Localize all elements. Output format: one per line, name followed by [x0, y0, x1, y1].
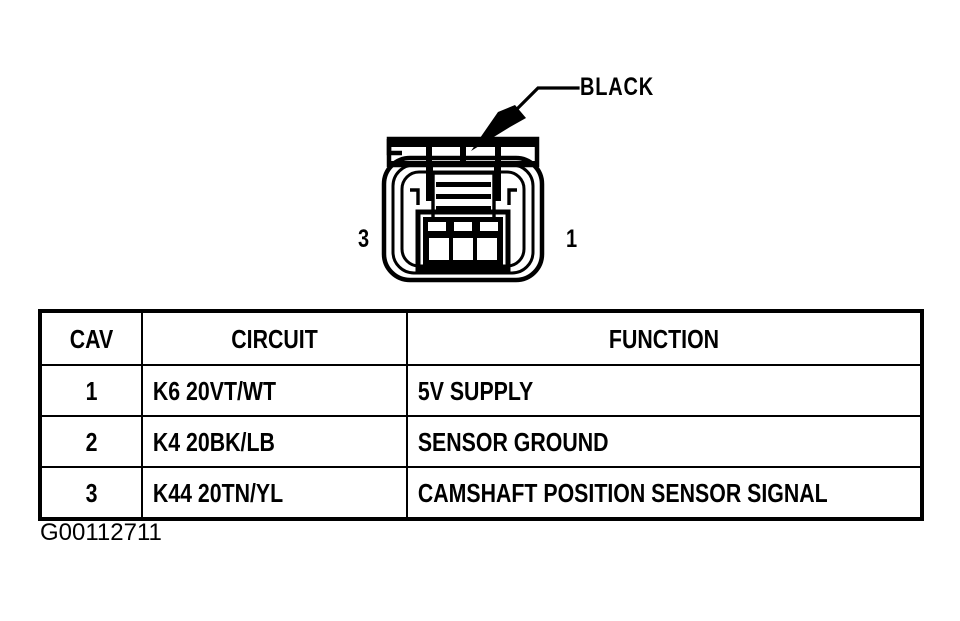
cell-circuit-value: K6 20VT/WT	[152, 375, 277, 406]
table-row: 2 K4 20BK/LB SENSOR GROUND	[39, 415, 923, 468]
cell-function: 5V SUPPLY	[406, 364, 923, 417]
terminal-cavity-block	[415, 209, 511, 273]
column-header-cav-label: CAV	[69, 323, 114, 354]
cell-circuit-value: K4 20BK/LB	[152, 426, 275, 457]
cell-cav-value: 1	[85, 375, 98, 406]
cavity-3	[428, 222, 449, 260]
column-header-function-label: FUNCTION	[608, 323, 720, 354]
table-header-row: CAV CIRCUIT FUNCTION	[39, 310, 923, 366]
cavity-2	[453, 222, 473, 260]
connector-diagram: BLACK 3 1	[340, 55, 680, 290]
pin-number-right: 1	[566, 225, 578, 253]
table-row: 3 K44 20TN/YL CAMSHAFT POSITION SENSOR S…	[39, 466, 923, 520]
cell-function-value: 5V SUPPLY	[417, 375, 534, 406]
cell-circuit: K44 20TN/YL	[141, 466, 408, 520]
cell-cav-value: 3	[85, 477, 98, 508]
cavity-1	[477, 222, 498, 260]
cell-cav: 3	[39, 466, 143, 520]
cell-circuit-value: K44 20TN/YL	[152, 477, 284, 508]
cell-function: SENSOR GROUND	[406, 415, 923, 468]
column-header-circuit-label: CIRCUIT	[231, 323, 318, 354]
pin-number-left: 3	[358, 225, 370, 253]
cell-function-value: SENSOR GROUND	[417, 426, 609, 457]
column-header-cav: CAV	[39, 310, 143, 366]
cell-circuit: K4 20BK/LB	[141, 415, 408, 468]
cell-cav-value: 2	[85, 426, 98, 457]
connector-illustration	[381, 86, 580, 283]
pinout-table: CAV CIRCUIT FUNCTION 1 K6 20VT/WT 5V	[38, 309, 924, 521]
cell-function-value: CAMSHAFT POSITION SENSOR SIGNAL	[417, 477, 828, 508]
connector-top-flange	[386, 136, 540, 168]
cell-cav: 2	[39, 415, 143, 468]
column-header-function: FUNCTION	[406, 310, 923, 366]
column-header-circuit: CIRCUIT	[141, 310, 408, 366]
cell-circuit: K6 20VT/WT	[141, 364, 408, 417]
leader-line-icon	[515, 86, 580, 111]
table-row: 1 K6 20VT/WT 5V SUPPLY	[39, 364, 923, 417]
cell-cav: 1	[39, 364, 143, 417]
cell-function: CAMSHAFT POSITION SENSOR SIGNAL	[406, 466, 923, 520]
callout-label-black: BLACK	[580, 73, 654, 101]
figure-caption: G00112711	[40, 519, 162, 546]
